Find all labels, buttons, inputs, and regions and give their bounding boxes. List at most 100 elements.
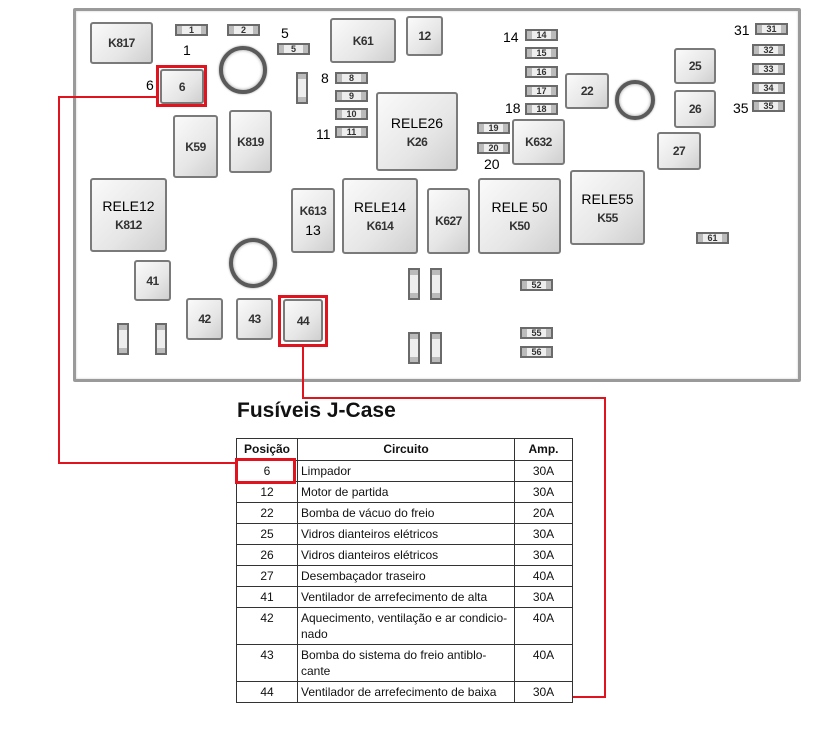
- position-label: 31: [734, 22, 750, 38]
- cell-circuit: Limpador: [297, 460, 515, 482]
- maxi-fuse-12: 12: [406, 16, 443, 56]
- mini-fuse-61: 61: [696, 232, 729, 244]
- mini-fuse-8: 8: [335, 72, 368, 84]
- position-label: 14: [503, 29, 519, 45]
- cell-amp: 40A: [514, 565, 573, 587]
- cell-position: 25: [236, 523, 298, 545]
- mini-fuse-31: 31: [755, 23, 788, 35]
- cell-position: 42: [236, 607, 298, 645]
- relay-code: K55: [597, 210, 618, 225]
- cell-circuit: Motor de partida: [297, 481, 515, 503]
- mini-fuse-35: 35: [752, 100, 785, 112]
- cell-amp: 30A: [514, 586, 573, 608]
- relay-k627: K627: [427, 188, 470, 254]
- relay-code: K632: [525, 135, 552, 149]
- relay-code: K613: [299, 203, 327, 218]
- cell-circuit: Bomba de vácuo do freio: [297, 502, 515, 524]
- cell-circuit: Vidros dianteiros elétricos: [297, 544, 515, 566]
- relay-title: RELE14: [353, 199, 407, 215]
- mini-fuse-vertical: [155, 323, 167, 355]
- table-title: Fusíveis J-Case: [237, 399, 396, 422]
- mini-fuse-9: 9: [335, 90, 368, 102]
- mini-fuse-11: 11: [335, 126, 368, 138]
- maxi-fuse-42: 42: [186, 298, 223, 340]
- connector-line: [58, 96, 158, 98]
- relay-k632: K632: [512, 119, 565, 165]
- mini-fuse-1: 1: [175, 24, 208, 36]
- header-circuit: Circuito: [297, 438, 515, 461]
- position-label: 6: [146, 77, 154, 93]
- relay-title: RELE12: [102, 198, 155, 214]
- relay-title: RELE55: [581, 190, 634, 207]
- connector-line: [58, 462, 236, 464]
- cell-position: 44: [236, 681, 298, 703]
- mini-fuse-19: 19: [477, 122, 510, 134]
- mini-fuse-15: 15: [525, 47, 558, 59]
- highlight-row-6: [235, 458, 296, 484]
- mini-fuse-14: 14: [525, 29, 558, 41]
- maxi-fuse-6: 6: [160, 69, 204, 104]
- cell-amp: 20A: [514, 502, 573, 524]
- relay-code: K812: [115, 218, 142, 232]
- mini-fuse-5: 5: [277, 43, 310, 55]
- mini-fuse-vertical: [430, 268, 442, 300]
- relay-sub: 13: [305, 221, 321, 238]
- mounting-stud: [615, 80, 655, 120]
- cell-circuit: Aquecimento, ventilação e ar condicio-na…: [297, 607, 515, 645]
- mini-fuse-vertical: [430, 332, 442, 364]
- maxi-fuse-25: 25: [674, 48, 716, 84]
- mini-fuse-20: 20: [477, 142, 510, 154]
- highlight-fuse-6: [156, 65, 207, 107]
- relay-code: K819: [237, 134, 264, 149]
- relay-k819: K819: [229, 110, 272, 173]
- cell-amp: 30A: [514, 481, 573, 503]
- highlight-fuse-44: [278, 295, 328, 347]
- cell-position: 43: [236, 644, 298, 682]
- header-amp: Amp.: [514, 438, 573, 461]
- position-label: 5: [281, 25, 289, 41]
- mini-fuse-2: 2: [227, 24, 260, 36]
- relay-k817: K817: [90, 22, 153, 64]
- relay-code: K61: [352, 33, 374, 48]
- cell-amp: 30A: [514, 460, 573, 482]
- relay-k61: K61: [330, 18, 396, 63]
- header-position: Posição: [236, 438, 298, 461]
- cell-amp: 40A: [514, 607, 573, 645]
- position-label: 11: [316, 126, 331, 142]
- mini-fuse-33: 33: [752, 63, 785, 75]
- cell-circuit: Desembaçador traseiro: [297, 565, 515, 587]
- mini-fuse-34: 34: [752, 82, 785, 94]
- relay-title: RELE26: [390, 114, 444, 131]
- cell-position: 27: [236, 565, 298, 587]
- mini-fuse-32: 32: [752, 44, 785, 56]
- mini-fuse-55: 55: [520, 327, 553, 339]
- cell-position: 41: [236, 586, 298, 608]
- cell-position: 12: [236, 481, 298, 503]
- cell-amp: 30A: [514, 681, 573, 703]
- position-label: 8: [321, 70, 329, 86]
- mini-fuse-17: 17: [525, 85, 558, 97]
- relay-k613: K613 13: [291, 188, 335, 253]
- maxi-fuse-41: 41: [134, 260, 171, 301]
- maxi-fuse-44: 44: [283, 299, 323, 342]
- relay-code: K614: [366, 219, 394, 233]
- relay-code: K50: [509, 219, 530, 233]
- cell-circuit: Vidros dianteiros elétricos: [297, 523, 515, 545]
- cell-amp: 30A: [514, 544, 573, 566]
- cell-position: 26: [236, 544, 298, 566]
- cell-amp: 30A: [514, 523, 573, 545]
- relay-code: K817: [108, 36, 135, 50]
- cell-position: 22: [236, 502, 298, 524]
- connector-line: [302, 397, 606, 399]
